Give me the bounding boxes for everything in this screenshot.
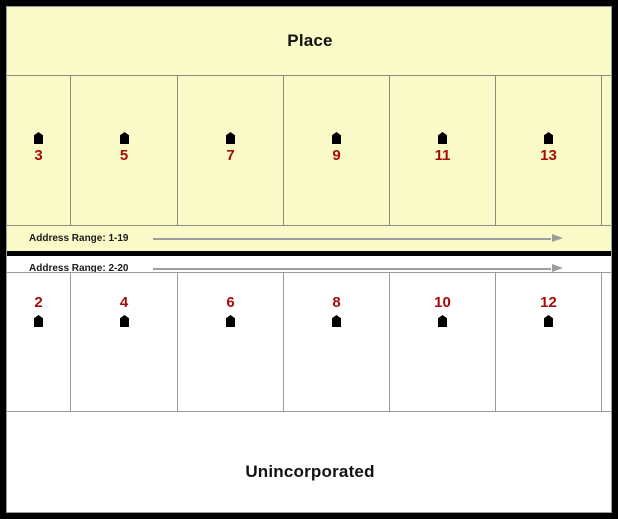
address-number: 2 bbox=[34, 294, 43, 311]
address-number: 9 bbox=[332, 147, 341, 164]
address-number: 11 bbox=[434, 147, 451, 164]
place-parcel-row: 3 5 7 9 11 13 bbox=[7, 76, 611, 225]
parcel-even-12: 12 bbox=[496, 273, 602, 411]
house-icon bbox=[332, 132, 341, 144]
house-icon bbox=[226, 315, 235, 327]
unincorporated-parcel-row-top-rule bbox=[7, 272, 611, 273]
unincorporated-address-range-label: Address Range: 2-20 bbox=[29, 263, 129, 274]
parcel-even-4: 4 bbox=[71, 273, 178, 411]
unincorporated-parcel-row-bottom-rule bbox=[7, 411, 611, 412]
address-number: 7 bbox=[226, 147, 235, 164]
unincorporated-address-range-band: Address Range: 2-20 bbox=[7, 259, 611, 278]
parcel-content: 13 bbox=[496, 132, 601, 163]
address-number: 6 bbox=[226, 294, 235, 311]
parcel-even-partial bbox=[602, 273, 611, 411]
address-number: 4 bbox=[119, 294, 129, 311]
parcel-odd-9: 9 bbox=[284, 76, 390, 225]
parcel-content: 12 bbox=[496, 295, 601, 327]
parcel-content: 7 bbox=[178, 132, 283, 163]
address-number: 8 bbox=[332, 294, 341, 311]
place-address-direction-arrow-icon bbox=[153, 234, 563, 242]
parcel-content: 6 bbox=[178, 295, 283, 327]
unincorporated-title: Unincorporated bbox=[245, 462, 375, 481]
parcel-even-8: 8 bbox=[284, 273, 390, 411]
house-icon bbox=[119, 132, 129, 144]
address-number: 3 bbox=[34, 147, 43, 164]
parcel-odd-partial bbox=[602, 76, 611, 225]
house-icon bbox=[544, 315, 553, 327]
parcel-content: 9 bbox=[284, 132, 389, 163]
parcel-odd-13: 13 bbox=[496, 76, 602, 225]
address-number: 10 bbox=[434, 294, 451, 311]
parcel-content: 11 bbox=[390, 132, 495, 163]
place-parcel-row-bottom-rule bbox=[7, 225, 611, 226]
parcel-odd-7: 7 bbox=[178, 76, 284, 225]
house-icon bbox=[34, 132, 43, 144]
parcel-odd-3: 3 bbox=[7, 76, 71, 225]
parcel-even-2: 2 bbox=[7, 273, 71, 411]
house-icon bbox=[226, 132, 235, 144]
address-number: 12 bbox=[540, 294, 557, 311]
parcel-even-10: 10 bbox=[390, 273, 496, 411]
parcel-odd-5: 5 bbox=[71, 76, 178, 225]
house-icon bbox=[332, 315, 341, 327]
address-number: 13 bbox=[540, 147, 557, 164]
street-centerline bbox=[7, 251, 611, 256]
unincorporated-area bbox=[7, 257, 611, 512]
parcel-content: 4 bbox=[71, 295, 177, 327]
house-icon bbox=[34, 315, 43, 327]
house-icon bbox=[544, 132, 553, 144]
place-title: Place bbox=[287, 31, 333, 50]
house-icon bbox=[119, 315, 129, 327]
unincorporated-address-direction-arrow-icon bbox=[153, 264, 563, 272]
place-area bbox=[7, 7, 611, 253]
parcel-even-6: 6 bbox=[178, 273, 284, 411]
diagram-canvas: Place 3 5 7 9 11 13 Address Range: 1-19 Addre… bbox=[6, 6, 612, 513]
unincorporated-parcel-row: 2 4 6 8 10 12 bbox=[7, 273, 611, 411]
place-address-range-label: Address Range: 1-19 bbox=[29, 233, 129, 244]
house-icon bbox=[438, 315, 447, 327]
address-number: 5 bbox=[119, 147, 129, 164]
parcel-odd-11: 11 bbox=[390, 76, 496, 225]
parcel-content: 3 bbox=[7, 132, 70, 163]
place-title-divider bbox=[7, 75, 611, 76]
place-address-range-band: Address Range: 1-19 bbox=[7, 229, 611, 248]
parcel-content: 5 bbox=[71, 132, 177, 163]
house-icon bbox=[438, 132, 447, 144]
parcel-content: 8 bbox=[284, 295, 389, 327]
parcel-content: 2 bbox=[7, 295, 70, 327]
parcel-content: 10 bbox=[390, 295, 495, 327]
